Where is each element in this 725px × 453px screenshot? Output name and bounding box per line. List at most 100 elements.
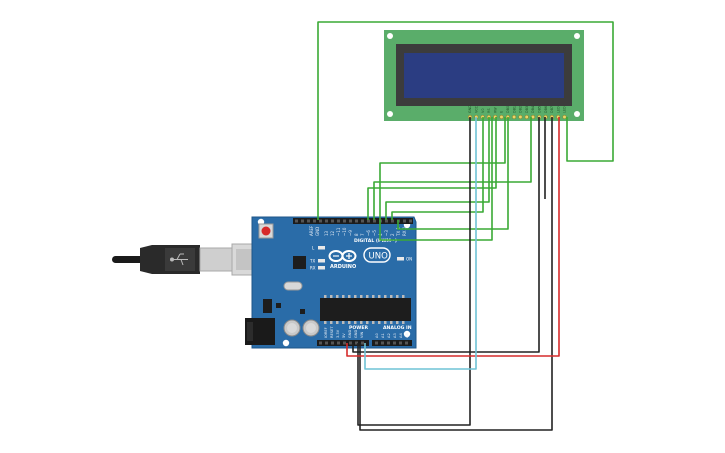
pin-hole[interactable] (355, 219, 358, 223)
pin-hole[interactable] (405, 341, 408, 345)
wire-green-3[interactable] (367, 117, 497, 220)
power-pin-label: RESET (330, 326, 334, 338)
wire-green-5[interactable] (391, 117, 484, 220)
pin-hole[interactable] (361, 219, 364, 223)
uno-badge: UNO (363, 247, 391, 263)
chip-leg (390, 321, 393, 324)
pin-hole[interactable] (355, 341, 358, 345)
pin-hole[interactable] (393, 341, 396, 345)
arduino-infinity-logo (328, 250, 357, 262)
pin-hole[interactable] (387, 341, 390, 345)
pin-hole[interactable] (313, 219, 316, 223)
led-l: L (312, 246, 325, 251)
chip-leg (372, 321, 375, 324)
chip-leg (378, 321, 381, 324)
pin-hole[interactable] (331, 341, 334, 345)
pin-hole[interactable] (361, 341, 364, 345)
chip-leg (402, 321, 405, 324)
usb-cable[interactable] (112, 243, 277, 276)
lcd-pin[interactable] (524, 114, 529, 120)
chip-leg (384, 295, 387, 298)
pin-hole[interactable] (325, 341, 328, 345)
smd-part (276, 303, 281, 308)
wire-green-2[interactable] (373, 117, 532, 220)
lcd-pin-label: LED (556, 106, 560, 113)
wire-green-6[interactable] (397, 117, 509, 230)
mount-hole (403, 330, 411, 338)
chip-leg (366, 295, 369, 298)
regulator (263, 299, 272, 313)
pin-hole[interactable] (391, 219, 394, 223)
pin-hole[interactable] (319, 219, 322, 223)
chip-leg (402, 295, 405, 298)
chip-leg (330, 295, 333, 298)
smd-part (300, 309, 305, 314)
led-rx: RX (310, 266, 325, 271)
chip-leg (342, 295, 345, 298)
lcd-pin[interactable] (562, 114, 567, 120)
pin-hole[interactable] (403, 219, 406, 223)
usb-plug-metal (199, 247, 236, 272)
power-header-label: POWER (349, 325, 368, 331)
analog-pin-label: A2 (387, 333, 391, 338)
capacitor-2 (302, 319, 320, 337)
pin-hole[interactable] (301, 219, 304, 223)
wire-green-1[interactable] (379, 117, 506, 220)
wire-black-1[interactable] (352, 117, 540, 353)
chip-leg (360, 295, 363, 298)
pin-hole[interactable] (307, 219, 310, 223)
lcd-pin-label: DB4 (531, 106, 535, 113)
chip-leg (336, 295, 339, 298)
lcd-pin-label: DB7 (550, 106, 554, 113)
pin-hole[interactable] (295, 219, 298, 223)
wire-green-4[interactable] (385, 117, 490, 220)
pin-hole[interactable] (373, 219, 376, 223)
pin-hole[interactable] (319, 341, 322, 345)
lcd-pin-label: RW (493, 107, 497, 113)
pin-hole[interactable] (337, 219, 340, 223)
mount-hole (282, 339, 290, 347)
pin-hole[interactable] (367, 219, 370, 223)
wire-cyan-contrast[interactable] (364, 117, 477, 370)
chip-leg (366, 321, 369, 324)
chip-leg (324, 321, 327, 324)
svg-text:RX: RX (310, 266, 316, 271)
pin-hole[interactable] (375, 341, 378, 345)
svg-text:TX: TX (309, 259, 315, 264)
analog-pin-label: A3 (393, 333, 397, 338)
pin-hole[interactable] (337, 341, 340, 345)
lcd-pin[interactable] (499, 114, 504, 120)
wire-green-lcd-led[interactable] (317, 21, 614, 220)
digital-pin-label: ~6 (366, 230, 371, 236)
lcd-pin[interactable] (518, 114, 523, 120)
pin-hole[interactable] (385, 219, 388, 223)
lcd-pin[interactable] (512, 114, 517, 120)
digital-header-label: DIGITAL (PWM~) (354, 238, 397, 244)
wires[interactable] (317, 21, 614, 431)
pin-hole[interactable] (381, 341, 384, 345)
pin-hole[interactable] (349, 341, 352, 345)
pin-hole[interactable] (331, 219, 334, 223)
wire-black-2[interactable] (357, 117, 471, 426)
wire-red-5v[interactable] (346, 117, 560, 357)
digital-pin-label: TX 1 (396, 227, 401, 237)
pin-hole[interactable] (343, 219, 346, 223)
chip-leg (342, 321, 345, 324)
pin-hole[interactable] (343, 341, 346, 345)
chip-leg (354, 321, 357, 324)
wire-black-4[interactable] (359, 117, 553, 431)
wire-green-7[interactable] (379, 117, 493, 241)
pin-hole[interactable] (349, 219, 352, 223)
lcd-pin-label: V0 (481, 109, 485, 113)
usb-cable-cord (112, 256, 144, 263)
pin-hole[interactable] (325, 219, 328, 223)
pin-hole[interactable] (409, 219, 412, 223)
power-pin-label: 3.3V (336, 329, 340, 338)
pin-hole[interactable] (399, 341, 402, 345)
analog-pin-label: A1 (381, 333, 385, 338)
reset-button-icon[interactable] (258, 223, 274, 239)
chip-leg (354, 295, 357, 298)
